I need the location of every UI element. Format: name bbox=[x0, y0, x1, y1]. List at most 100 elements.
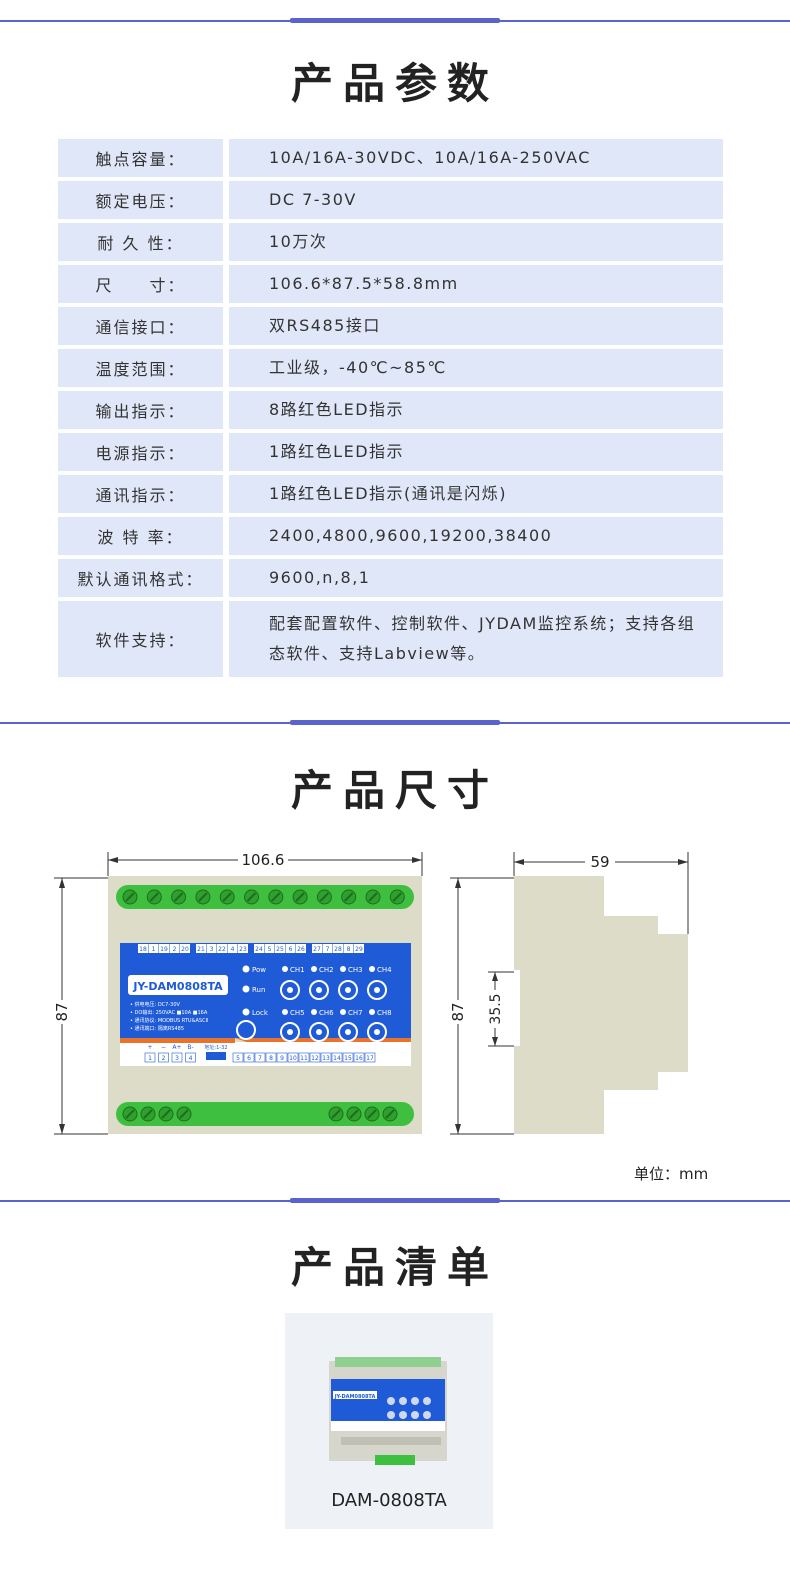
terminal-number: 12 bbox=[311, 1055, 319, 1062]
list-title: 产品清单 bbox=[290, 1243, 499, 1292]
channel-label: CH5 bbox=[290, 1009, 305, 1017]
spec-value: 1路红色LED指示(通讯是闪烁) bbox=[229, 475, 723, 513]
terminal-label: 26 bbox=[297, 946, 305, 953]
terminal-label-box bbox=[322, 944, 333, 953]
top-divider-accent bbox=[290, 18, 500, 23]
terminal-number-box bbox=[353, 1052, 365, 1063]
channel-knob-center bbox=[345, 1029, 351, 1035]
info-lines: • 供电电压: DC7-30V• DO输出: 250VAC ■10A ■16A•… bbox=[130, 1001, 209, 1032]
size-title: 产品尺寸 bbox=[290, 766, 499, 815]
terminal-number: 15 bbox=[344, 1055, 352, 1062]
spec-value: 10A/16A-30VDC、10A/16A-250VAC bbox=[229, 139, 723, 177]
address-label: 地址:1-32 bbox=[204, 1044, 227, 1051]
channel-knob-center bbox=[316, 1029, 322, 1035]
terminal-number-box bbox=[287, 1052, 299, 1063]
spec-label: 软件支持： bbox=[58, 601, 223, 677]
terminal-number-box bbox=[331, 1052, 343, 1063]
terminal-label-box bbox=[296, 944, 306, 953]
terminal-number-box bbox=[144, 1052, 156, 1063]
spec-row: 耐 久 性：10万次 bbox=[58, 223, 723, 261]
height-front-label: 87 bbox=[53, 1002, 71, 1021]
screw-slot bbox=[368, 892, 378, 902]
screw-slot bbox=[222, 892, 232, 902]
screw-slot bbox=[349, 1109, 359, 1119]
screw-slot bbox=[125, 1109, 135, 1119]
channel-knob-center bbox=[287, 987, 293, 993]
spec-value: DC 7-30V bbox=[229, 181, 723, 219]
spec-label: 额定电压： bbox=[58, 181, 223, 219]
spec-value: 8路红色LED指示 bbox=[229, 391, 723, 429]
screw-slot bbox=[173, 892, 184, 902]
terminal-number: 3 bbox=[175, 1055, 179, 1062]
product-thumbnail: JY-DAM0808TA bbox=[329, 1357, 447, 1465]
channel-label: CH6 bbox=[319, 1009, 334, 1017]
channel-led bbox=[369, 966, 375, 972]
screw-slot bbox=[143, 1109, 153, 1119]
terminal-label: 21 bbox=[197, 946, 205, 953]
bottom-left-label: B- bbox=[187, 1044, 193, 1051]
terminal-number: 14 bbox=[333, 1055, 341, 1062]
led-label: Lock bbox=[252, 1009, 269, 1017]
terminal-label: 28 bbox=[334, 946, 342, 953]
channel-label: CH7 bbox=[348, 1009, 363, 1017]
terminal-label-box bbox=[264, 944, 275, 953]
dip-switch bbox=[206, 1052, 226, 1060]
channel-knob-center bbox=[345, 987, 351, 993]
terminal-label: 22 bbox=[218, 946, 226, 953]
terminal-label-box bbox=[275, 944, 285, 953]
screw-slot bbox=[392, 892, 403, 902]
terminal-label-box bbox=[217, 944, 227, 953]
terminal-label: 24 bbox=[255, 946, 263, 953]
terminal-label: 3 bbox=[210, 946, 214, 953]
terminal-label-box bbox=[206, 944, 217, 953]
channel-led bbox=[340, 966, 346, 972]
lock-knob bbox=[236, 1020, 256, 1040]
thumb-model-label: JY-DAM0808TA bbox=[334, 1394, 376, 1400]
side-height-arrow-top bbox=[455, 878, 461, 888]
terminal-number-box bbox=[320, 1052, 332, 1063]
terminal-label-box bbox=[138, 944, 148, 953]
terminal-label-box bbox=[254, 944, 264, 953]
screw-slot bbox=[271, 892, 281, 902]
spec-label: 温度范围： bbox=[58, 349, 223, 387]
channel-knob-center bbox=[316, 987, 322, 993]
spec-value: 1路红色LED指示 bbox=[229, 433, 723, 471]
spec-value: 双RS485接口 bbox=[229, 307, 723, 345]
channel-led bbox=[311, 966, 317, 972]
terminal-label-box bbox=[148, 944, 159, 953]
terminal-label-box bbox=[180, 944, 190, 953]
terminal-label: 2 bbox=[173, 946, 177, 953]
terminal-label: 18 bbox=[139, 946, 147, 953]
terminal-number: 2 bbox=[162, 1055, 166, 1062]
terminal-number: 8 bbox=[269, 1055, 273, 1062]
terminal-label-box bbox=[333, 944, 343, 953]
screw-slot bbox=[343, 892, 354, 902]
terminal-number: 7 bbox=[258, 1055, 262, 1062]
channel-led bbox=[340, 1009, 346, 1015]
channel-label: CH8 bbox=[377, 1009, 392, 1017]
led-indicator bbox=[242, 985, 250, 993]
spec-row: 触点容量：10A/16A-30VDC、10A/16A-250VAC bbox=[58, 139, 723, 177]
led-indicator bbox=[242, 965, 250, 973]
height-arrow-top bbox=[59, 878, 65, 888]
top-terminal-strip bbox=[116, 885, 414, 909]
screw-slot bbox=[246, 892, 257, 902]
spec-row: 电源指示：1路红色LED指示 bbox=[58, 433, 723, 471]
orange-band bbox=[120, 1038, 235, 1043]
screw-slot bbox=[179, 1109, 189, 1119]
channel-led bbox=[282, 1009, 288, 1015]
spec-value: 2400,4800,9600,19200,38400 bbox=[229, 517, 723, 555]
depth-dim-label: 59 bbox=[590, 853, 609, 871]
info-line: • 通讯协议: MODBUS RTU&ASCII bbox=[130, 1017, 209, 1024]
terminal-number-box bbox=[232, 1052, 244, 1063]
height-side-label: 87 bbox=[449, 1002, 467, 1021]
terminal-label: 7 bbox=[326, 946, 330, 953]
terminal-number: 5 bbox=[236, 1055, 240, 1062]
terminal-number-box bbox=[254, 1052, 266, 1063]
screw-slot bbox=[367, 1109, 377, 1119]
spec-value: 106.6*87.5*58.8mm bbox=[229, 265, 723, 303]
